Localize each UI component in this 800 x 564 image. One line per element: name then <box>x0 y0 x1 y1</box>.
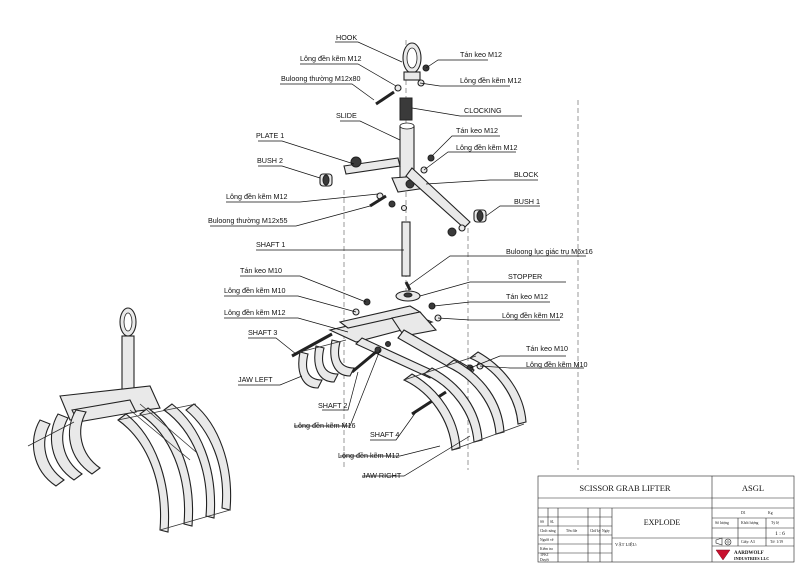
weight-label: Khối lượng <box>741 521 759 525</box>
nut-part <box>447 227 457 237</box>
field-d1: D1 <box>741 511 746 515</box>
drawing-title: SCISSOR GRAB LIFTER <box>579 483 670 493</box>
row-label-nguoi-ve: Người vẽ <box>540 538 554 542</box>
callout-tan-keo-m10: Tán keo M10 <box>526 344 568 353</box>
washer-part <box>458 224 466 232</box>
col-label-ten-file: Tên file <box>566 529 578 533</box>
aardwolf-logo: AARDWOLF INDUSTRIES LLC <box>715 549 769 561</box>
callout-buloong-m12x55: Buloong thường M12x55 <box>208 216 287 225</box>
exploded-assembly <box>291 40 579 470</box>
callout-stopper: STOPPER <box>508 272 542 281</box>
callout-long-den-kem-m12: Lông đền kẽm M12 <box>460 76 522 85</box>
callout-labels: HOOK Lông đền kẽm M12 Tán keo M12 Buloon… <box>208 33 593 480</box>
bolt-m12x55-part <box>369 194 387 208</box>
bush-2-part <box>319 173 333 187</box>
callout-bush-2: BUSH 2 <box>257 156 283 165</box>
callout-clocking: CLOCKING <box>464 106 502 115</box>
jaw-right-part <box>402 351 527 451</box>
callout-jaw-right: JAW RIGHT <box>362 471 402 480</box>
callout-shaft-4: SHAFT 4 <box>370 430 399 439</box>
callout-shaft-2: SHAFT 2 <box>318 401 347 410</box>
nut-part <box>388 200 396 208</box>
callout-slide: SLIDE <box>336 111 357 120</box>
plate-right-part <box>405 167 471 229</box>
row-label-chuc-nang: Chức năng <box>540 529 556 533</box>
paper-size: Giấy: A3 <box>741 540 755 544</box>
row-label-sl: SL <box>550 520 554 524</box>
material-label: VẬT LIỆU: <box>615 542 637 547</box>
bush-1-part <box>473 209 487 223</box>
nut-part <box>385 341 391 347</box>
title-block: SCISSOR GRAB LIFTER ASGL EXPLODE VẬT LIỆ… <box>537 475 795 563</box>
col-label-ngay: Ngày <box>602 529 610 533</box>
clocking-part <box>399 97 413 121</box>
sheet-number: Tờ: 1/19 <box>770 540 783 544</box>
callout-jaw-left: JAW LEFT <box>238 375 273 384</box>
callout-buloong-m12x80: Buloong thường M12x80 <box>281 74 360 83</box>
callout-long-den-kem-m12: Lông đền kẽm M12 <box>502 311 564 320</box>
bolt-m12x80-part <box>375 90 395 106</box>
leader-lines <box>210 41 586 477</box>
projection-symbol <box>715 537 732 546</box>
shaft-3-part <box>291 332 333 358</box>
scale-value: 1 : 6 <box>775 531 785 537</box>
callout-long-den-kem-m12: Lông đền kẽm M12 <box>338 451 400 460</box>
svg-text:INDUSTRIES LLC: INDUSTRIES LLC <box>734 556 769 561</box>
row-label-tpkt: TPKT <box>540 553 550 557</box>
callout-long-den-kem-m12: Lông đền kẽm M12 <box>300 54 362 63</box>
hook-part <box>402 42 422 81</box>
callout-block: BLOCK <box>514 170 539 179</box>
tan-keo-m12-part <box>427 154 435 162</box>
callout-long-den-kem-m16: Lông đền kẽm M16 <box>294 421 356 430</box>
row-label-kiem-tra: Kiểm tra <box>540 546 553 551</box>
qty-label: Số lượng <box>715 521 729 525</box>
callout-plate-1: PLATE 1 <box>256 131 284 140</box>
callout-long-den-kem-m12: Lông đền kẽm M12 <box>224 308 286 317</box>
callout-long-den-kem-m12: Lông đền kẽm M12 <box>226 192 288 201</box>
callout-hook: HOOK <box>336 33 357 42</box>
plate-1-part <box>343 156 401 175</box>
col-label-chu-ky: Chữ ký <box>590 529 601 533</box>
callout-shaft-3: SHAFT 3 <box>248 328 277 337</box>
row-label-duyet: Duyệt <box>540 558 549 562</box>
callout-tan-keo-m10: Tán keo M10 <box>240 266 282 275</box>
callout-tan-keo-m12: Tán keo M12 <box>456 126 498 135</box>
field-kg: Kg <box>768 511 773 515</box>
callout-long-den-kem-m10: Lông đền kẽm M10 <box>526 360 588 369</box>
callout-tan-keo-m12: Tán keo M12 <box>506 292 548 301</box>
callout-long-den-kem-m12: Lông đền kẽm M12 <box>456 143 518 152</box>
callout-tan-keo-m12: Tán keo M12 <box>460 50 502 59</box>
jaw-left-part <box>298 339 355 389</box>
svg-text:AARDWOLF: AARDWOLF <box>734 551 764 556</box>
washer-part <box>394 84 402 92</box>
shaft-1-part <box>401 221 411 277</box>
callout-buloong-luc-giac: Buloong lục giác trụ M6x16 <box>506 247 593 256</box>
callout-shaft-1: SHAFT 1 <box>256 240 285 249</box>
scale-label: Tỷ lệ <box>771 521 779 525</box>
callout-long-den-kem-m10: Lông đền kẽm M10 <box>224 286 286 295</box>
shaft-2-part <box>351 350 377 374</box>
stopper-part <box>395 290 421 302</box>
assembled-view <box>27 307 232 533</box>
callout-bush-1: BUSH 1 <box>514 197 540 206</box>
drawing-code: ASGL <box>742 483 764 493</box>
washer-part <box>400 204 408 212</box>
nut-part <box>363 298 371 306</box>
washer-m16-part <box>374 346 382 354</box>
row-label-ss: SS <box>540 520 544 524</box>
shaft-4-part <box>411 390 447 416</box>
view-name: EXPLODE <box>644 518 681 527</box>
